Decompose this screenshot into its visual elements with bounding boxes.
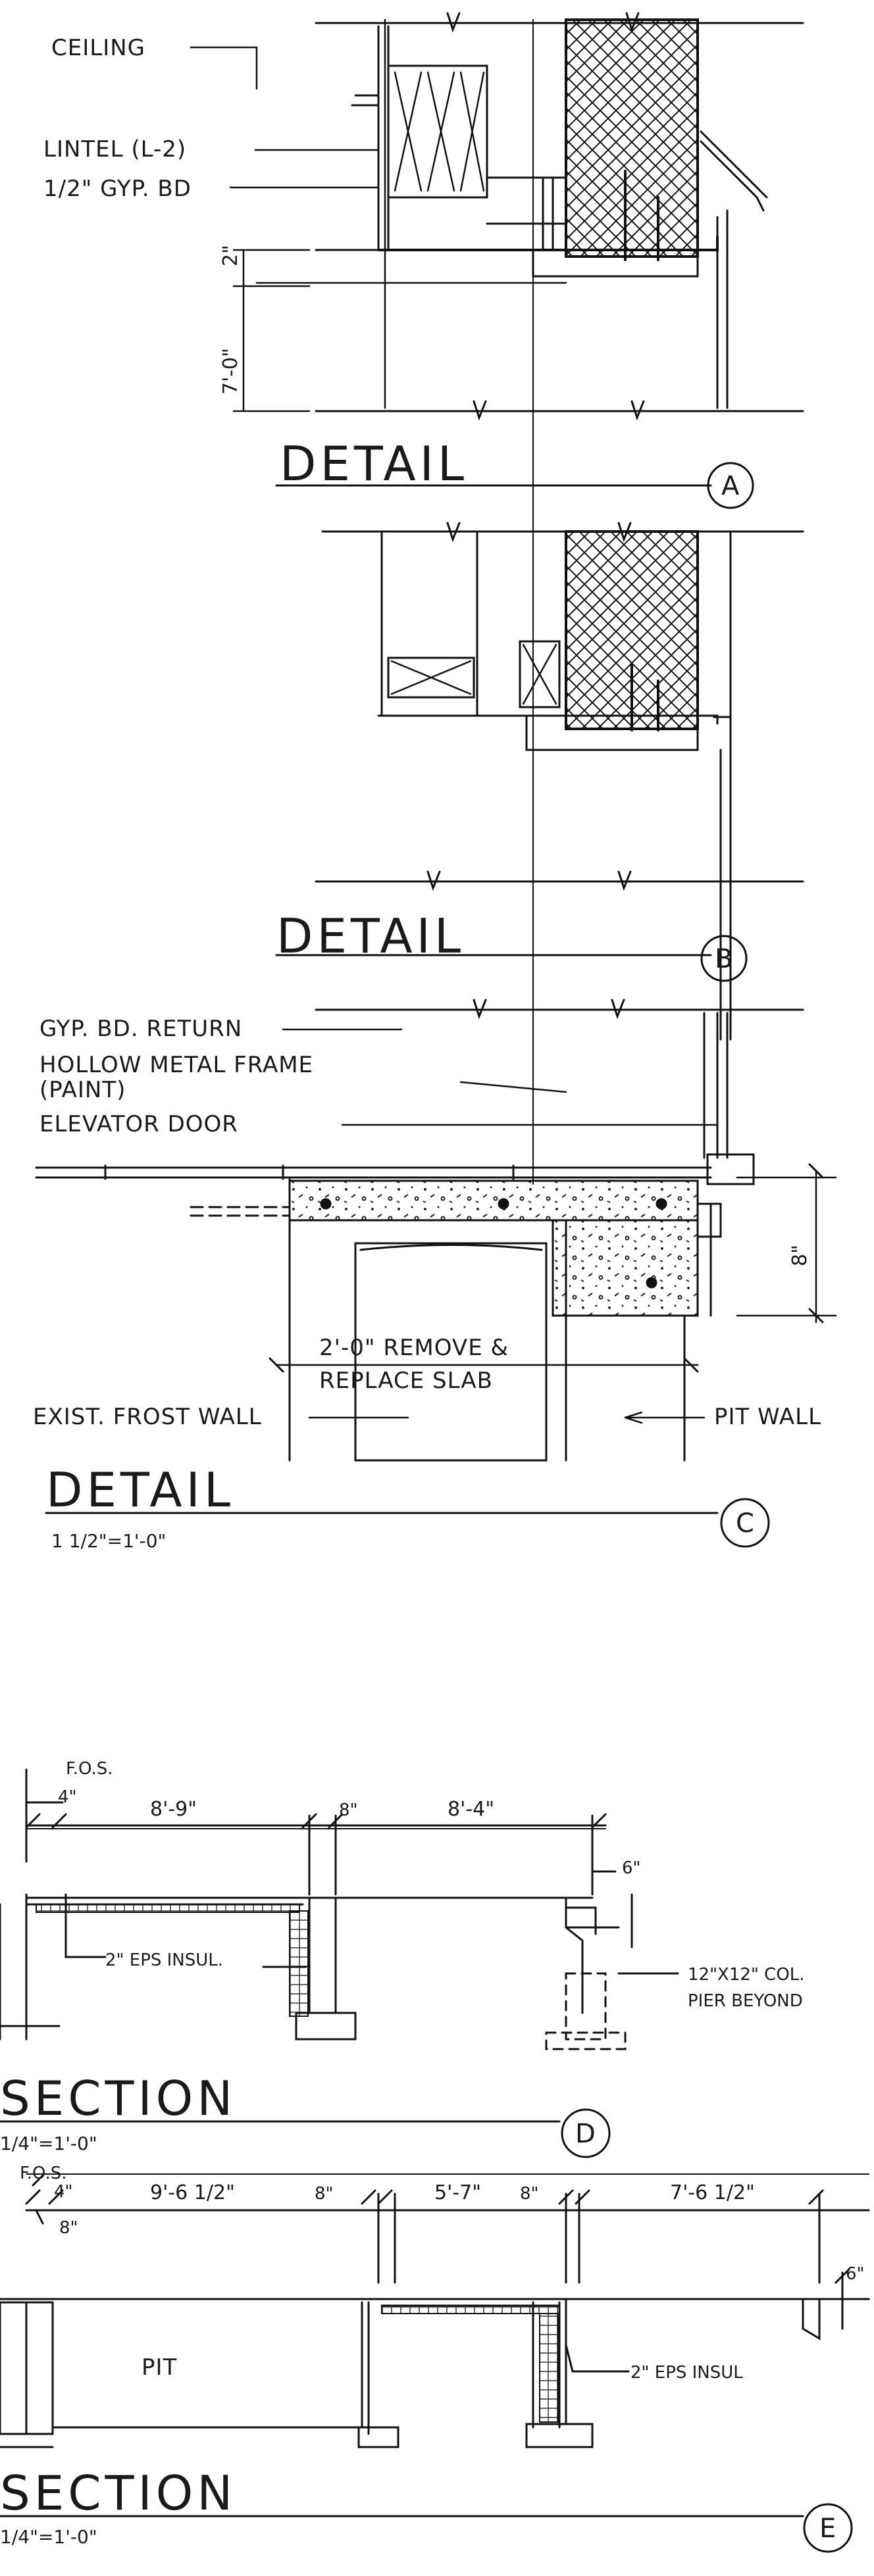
detail-c-title: DETAIL (46, 1462, 234, 1518)
section-d: F.O.S. 4" 8'-9" 8" 8'-4" 6" 2" EPS INSUL… (0, 1759, 805, 2158)
dim-4in-e: 4" (54, 2182, 73, 2202)
section-d-title: SECTION (0, 2071, 236, 2126)
detail-b-linework (275, 522, 804, 1041)
dim-fos-d: F.O.S. (66, 1759, 113, 1779)
note-ceiling: CEILING (51, 35, 145, 61)
detail-a: CEILING LINTEL (L-2) 1/2" GYP. BD 2" 7'-… (43, 12, 804, 1185)
dim-7ft: 7'-0" (219, 348, 242, 395)
detail-a-title: DETAIL (280, 436, 468, 491)
section-e-scale: 1/4"=1'-0" (0, 2526, 97, 2548)
dim-8in-d: 8" (339, 1800, 358, 1820)
section-e-title: SECTION (0, 2465, 236, 2521)
detail-b-title: DETAIL (276, 908, 465, 964)
dim-8-9-d: 8'-9" (150, 1798, 197, 1821)
dim-fos-e: F.O.S. (20, 2164, 67, 2183)
dim-6in-d: 6" (622, 1858, 641, 1878)
note-lintel: LINTEL (L-2) (43, 136, 186, 162)
note-elevator-door: ELEVATOR DOOR (39, 1111, 238, 1137)
detail-a-marker: A (721, 471, 740, 501)
note-frost-wall: EXIST. FROST WALL (33, 1404, 262, 1430)
note-col: 12"X12" COL. (688, 1965, 805, 1985)
detail-b-marker: B (715, 944, 733, 974)
dim-5-7-e: 5'-7" (434, 2181, 481, 2204)
note-replace-slab: REPLACE SLAB (319, 1368, 493, 1394)
detail-c-marker: C (736, 1508, 754, 1539)
note-pier: PIER BEYOND (688, 1991, 803, 2011)
note-gyp-return: GYP. BD. RETURN (39, 1016, 242, 1042)
detail-b: DETAIL B (275, 522, 804, 1041)
note-remove: 2'-0" REMOVE & (319, 1335, 509, 1361)
detail-c-scale: 1 1/2"=1'-0" (51, 1530, 166, 1552)
detail-a-linework (190, 12, 804, 1185)
section-d-linework (0, 1768, 679, 2158)
dim-9-6-e: 9'-6 1/2" (150, 2181, 235, 2204)
dim-8-4-d: 8'-4" (448, 1798, 494, 1821)
dim-8in: 8" (788, 1245, 811, 1266)
section-e-marker: E (819, 2514, 836, 2544)
note-paint: (PAINT) (39, 1077, 126, 1103)
dim-7-6-e: 7'-6 1/2" (670, 2181, 755, 2204)
note-eps-e: 2" EPS INSUL (630, 2363, 743, 2383)
dim-2in: 2" (219, 245, 242, 266)
dim-8in-e3: 8" (520, 2184, 539, 2204)
dim-6in-e: 6" (846, 2264, 865, 2284)
note-gyp-bd: 1/2" GYP. BD (43, 176, 192, 202)
section-d-scale: 1/4"=1'-0" (0, 2133, 97, 2154)
detail-c: GYP. BD. RETURN HOLLOW METAL FRAME (PAIN… (33, 999, 837, 1552)
dim-8in-e2: 8" (315, 2184, 334, 2204)
section-e: F.O.S. 4" 8" 9'-6 1/2" 8" 5'-7" 8" 7'-6 … (0, 2164, 870, 2553)
note-eps-d: 2" EPS INSUL. (105, 1950, 223, 1970)
detail-c-linework (35, 999, 837, 1548)
dim-8in-e1: 8" (59, 2218, 78, 2238)
note-pit: PIT (141, 2354, 177, 2381)
note-hm-frame: HOLLOW METAL FRAME (39, 1052, 313, 1078)
dim-4in-d: 4" (58, 1787, 77, 1807)
section-d-marker: D (575, 2119, 596, 2149)
section-e-linework (0, 2173, 870, 2553)
note-pit-wall: PIT WALL (714, 1404, 821, 1430)
